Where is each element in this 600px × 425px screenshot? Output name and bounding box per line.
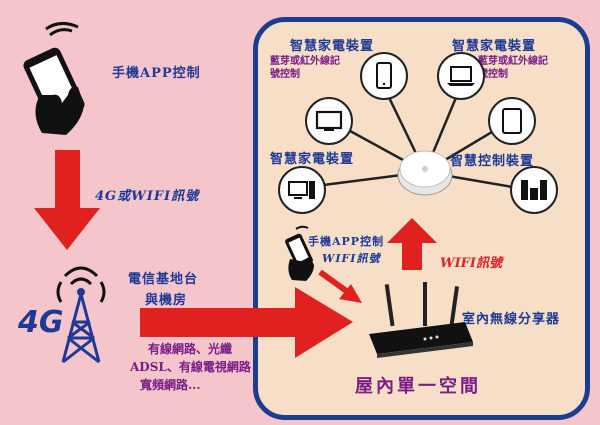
desktop-pc-device — [278, 166, 326, 214]
logo-4g-text: 4G — [18, 305, 64, 340]
wired-network-label-line1: 有線網路、光纖 — [148, 342, 233, 356]
tv-device — [305, 97, 353, 145]
phone-app-control-inner-label: 手機APP控制 — [308, 235, 385, 248]
wired-network-label-line3: 寬頻網路... — [140, 378, 201, 392]
wifi-signal-inner-label: WIFI訊號 — [322, 252, 381, 265]
speaker-system-icon — [521, 180, 547, 200]
arrow-down-phone-to-tower — [34, 150, 100, 250]
desktop-pc-icon — [288, 181, 315, 199]
indoor-space-panel — [253, 17, 590, 420]
smart-appliance-label-1: 智慧家電裝置 — [290, 39, 375, 54]
smartphone-icon — [376, 62, 392, 89]
smart-control-device-label: 智慧控制裝置 — [450, 154, 535, 169]
bt-ir-note-right-line1: 藍芽或紅外線記 — [478, 56, 548, 67]
arrow-up-router-to-hub — [387, 218, 437, 270]
smartphone-device — [360, 52, 408, 100]
arrow-phone-to-router — [318, 269, 362, 303]
telecom-tower-icon — [56, 266, 106, 364]
wifi-signal-router-label: WIFI訊號 — [440, 256, 502, 271]
telecom-base-label-line1: 電信基地台 — [128, 272, 199, 287]
bt-ir-note-left-line2: 號控制 — [270, 69, 300, 80]
indoor-space-label: 屋內單一空間 — [355, 376, 481, 397]
tablet-device — [488, 97, 536, 145]
speaker-system-device — [510, 166, 558, 214]
smart-appliance-label-2: 智慧家電裝置 — [452, 39, 537, 54]
laptop-icon — [447, 66, 475, 86]
arrow-right-wired-network — [140, 287, 353, 358]
wired-network-label-line2: ADSL、有線電視網路 — [130, 360, 251, 374]
telecom-base-label-line2: 與機房 — [145, 293, 188, 308]
smart-appliance-label-3: 智慧家電裝置 — [270, 152, 355, 167]
phone-app-control-label: 手機APP控制 — [112, 66, 201, 81]
wifi-router-icon — [369, 282, 473, 358]
signal-4g-wifi-label: 4G或WIFI訊號 — [95, 189, 200, 204]
bt-ir-note-left-line1: 藍芽或紅外線記 — [270, 56, 340, 67]
tv-icon — [315, 110, 343, 131]
indoor-router-label: 室內無線分享器 — [462, 312, 561, 327]
phone-hand-icon — [23, 22, 85, 135]
tablet-icon — [502, 108, 522, 134]
smart-hub-icon — [397, 150, 453, 196]
inner-phone-hand-icon — [285, 225, 314, 281]
bt-ir-note-right-line2: 號控制 — [478, 69, 508, 80]
laptop-device — [437, 52, 485, 100]
